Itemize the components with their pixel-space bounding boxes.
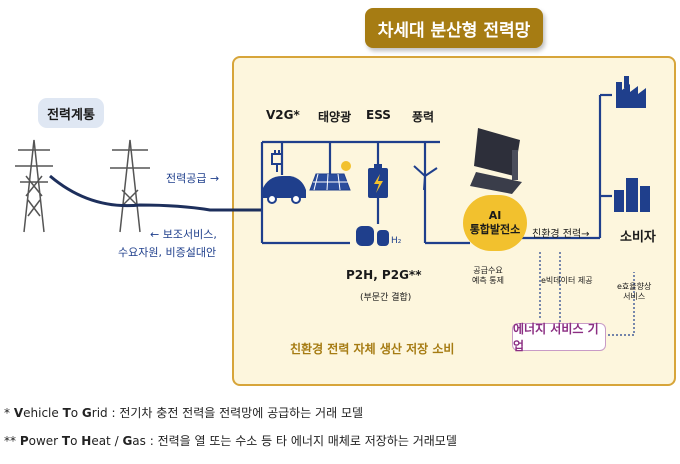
v2g-label: V2G*	[266, 108, 300, 122]
power-grid-label: 전력계통	[38, 98, 104, 128]
ess-label: ESS	[366, 108, 391, 122]
plug-icon	[271, 150, 283, 172]
solar-label: 태양광	[318, 110, 352, 124]
battery-icon	[368, 164, 388, 198]
green-power-label: 친환경 전력→	[532, 229, 590, 240]
consumer-label: 소비자	[620, 230, 656, 245]
factory-icon	[616, 76, 646, 108]
solar-panel-icon	[309, 161, 351, 191]
transmission-tower-icon	[15, 139, 53, 233]
energy-service-company: 에너지 서비스 기업	[512, 322, 606, 353]
wind-turbine-icon	[413, 165, 438, 200]
city-building-icon	[614, 178, 650, 212]
footnote-p2h: ** Power To Heat / Gas : 전력을 열 또는 수소 등 타…	[4, 434, 457, 448]
efficiency-service: e효율향상 서비스	[617, 282, 652, 301]
hydrogen-tank-icon	[356, 226, 389, 246]
ai-label: AI	[488, 209, 502, 223]
power-line	[49, 174, 262, 212]
bigdata-label: e빅데이터 제공	[541, 276, 593, 285]
ai-computer-icon	[470, 128, 522, 194]
wind-label: 풍력	[412, 110, 435, 124]
ancillary-label-2: 수요자원, 비증설대안	[118, 246, 217, 259]
power-supply-label: 전력공급 →	[166, 172, 220, 185]
supply-demand-control: 공급수요 예측 통제	[472, 266, 504, 285]
p2h-label: P2H, P2G**	[346, 268, 422, 282]
bottom-caption: 친환경 전력 자체 생산 저장 소비	[290, 342, 455, 356]
p2h-sub-label: (부문간 결합)	[360, 293, 412, 303]
ai-power-plant: AI 통합발전소	[463, 195, 527, 251]
vpp-label: 통합발전소	[469, 223, 521, 236]
footnote-v2g: * Vehicle To Grid : 전기차 충전 전력을 전력망에 공급하는…	[4, 406, 364, 420]
h2-label: H₂	[391, 236, 402, 246]
electric-car-icon	[262, 176, 306, 204]
diagram-title: 차세대 분산형 전력망	[365, 8, 543, 48]
transmission-tower-icon	[110, 139, 150, 233]
ancillary-label-1: ← 보조서비스,	[150, 228, 217, 241]
